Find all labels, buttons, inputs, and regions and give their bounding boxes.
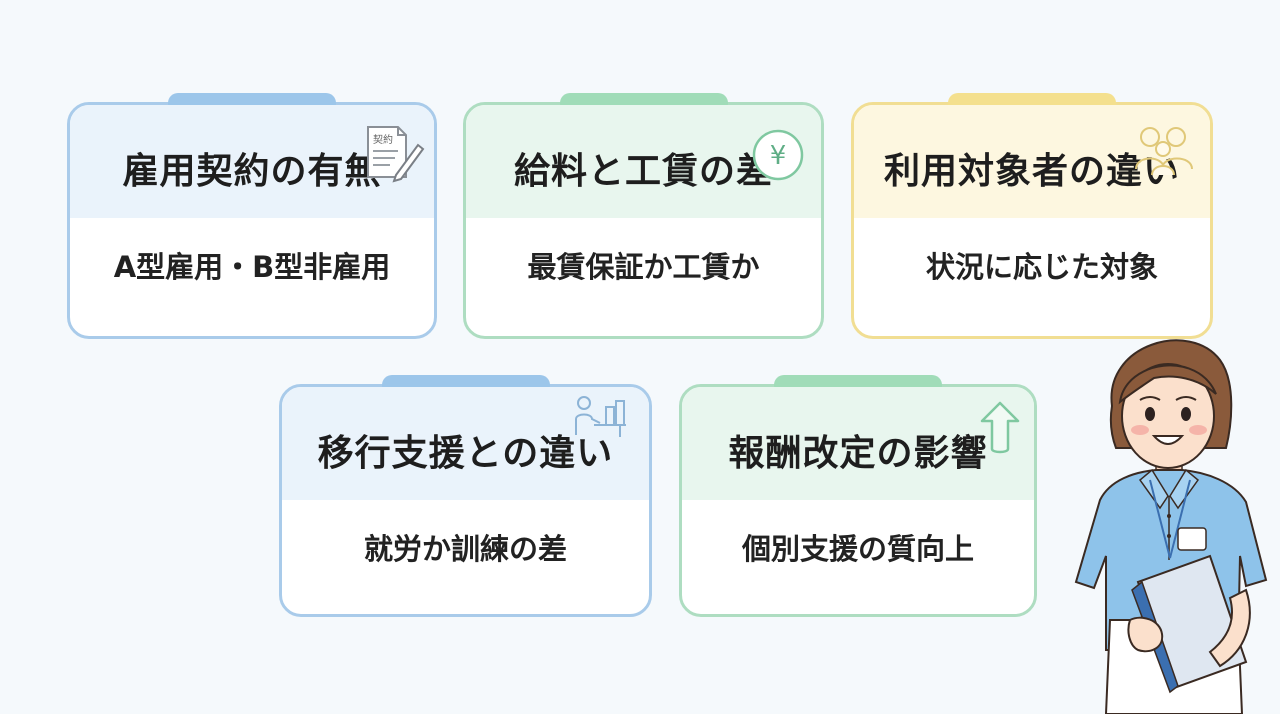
card-header: 報酬改定の影響 <box>682 387 1034 500</box>
card-header: 移行支援との違い <box>282 387 649 500</box>
card-body: 就労か訓練の差 <box>282 500 649 614</box>
card-target-users: 利用対象者の違い 状況に応じた対象 <box>851 93 1213 339</box>
yen-symbol: ¥ <box>770 141 787 171</box>
card-subtitle: A型雇用・B型非雇用 <box>113 250 391 284</box>
yen-coin-icon: ¥ <box>752 129 804 181</box>
card-fee-revision: 報酬改定の影響 個別支援の質向上 <box>679 375 1037 617</box>
card-employment-contract: 雇用契約の有無 A型雇用・B型非雇用 契約 <box>67 93 437 339</box>
caregiver-illustration <box>1074 339 1268 714</box>
card-subtitle: 個別支援の質向上 <box>741 532 974 566</box>
card-transition-support: 移行支援との違い 就労か訓練の差 <box>279 375 652 617</box>
card-subtitle: 状況に応じた対象 <box>925 250 1158 284</box>
card-subtitle: 就労か訓練の差 <box>363 532 567 566</box>
card-subtitle: 最賃保証か工賃か <box>527 250 760 284</box>
card-body: 個別支援の質向上 <box>682 500 1034 614</box>
card-body: 最賃保証か工賃か <box>466 218 821 336</box>
card-title: 雇用契約の有無 <box>122 150 382 192</box>
up-arrow-icon <box>980 401 1020 454</box>
contract-icon-label: 契約 <box>373 133 393 146</box>
card-title: 報酬改定の影響 <box>728 432 988 474</box>
card-body: A型雇用・B型非雇用 <box>70 218 434 336</box>
card-title: 移行支援との違い <box>317 432 614 474</box>
desk-worker-icon <box>575 396 626 437</box>
card-wage-difference: 給料と工賃の差 最賃保証か工賃か ¥ <box>463 93 824 339</box>
card-title: 給料と工賃の差 <box>513 150 773 192</box>
contract-document-icon: 契約 <box>367 126 425 183</box>
card-body: 状況に応じた対象 <box>854 218 1210 336</box>
card-header: 利用対象者の違い <box>854 105 1210 218</box>
people-group-icon <box>1135 127 1193 175</box>
card-title: 利用対象者の違い <box>883 150 1180 192</box>
